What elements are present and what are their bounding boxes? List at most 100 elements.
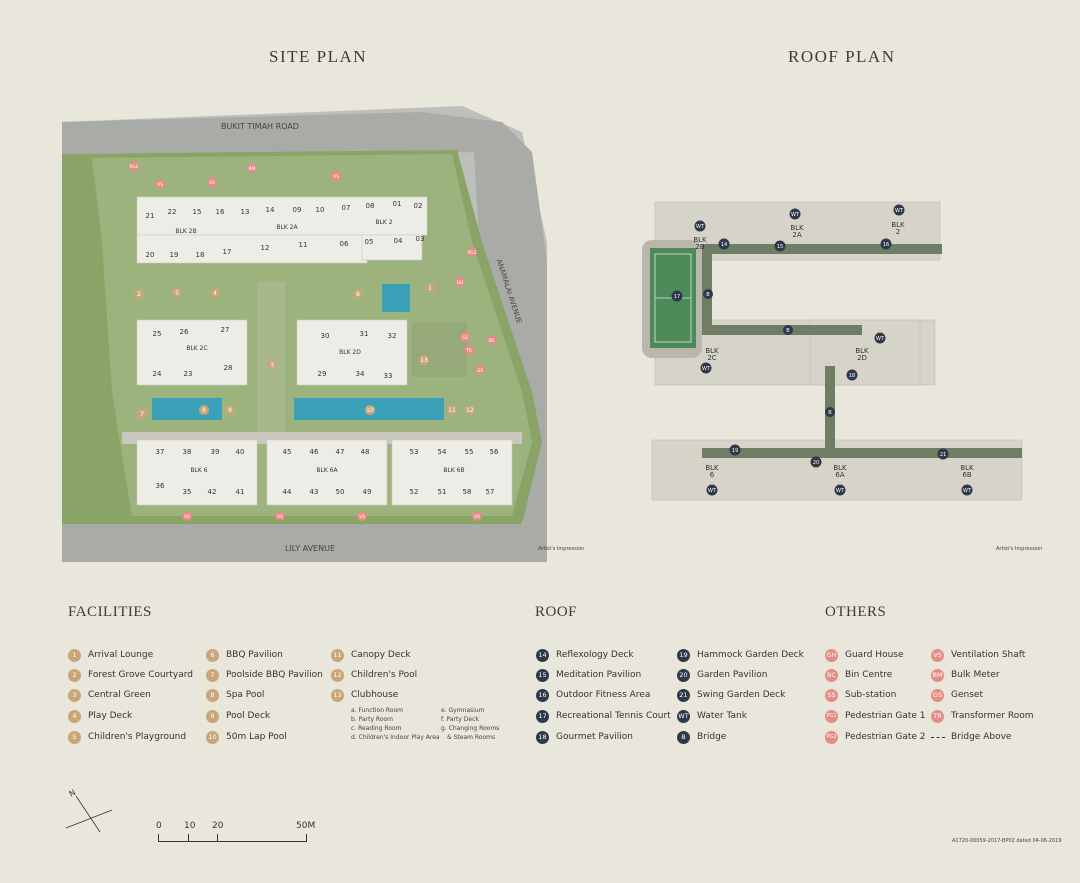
- svg-text:25: 25: [153, 330, 162, 338]
- roof-marker-icon: 15: [536, 668, 549, 682]
- facility-marker-icon: 2: [68, 668, 81, 682]
- svg-text:10: 10: [316, 206, 325, 214]
- others-marker-icon: BM: [931, 668, 944, 682]
- svg-text:48: 48: [361, 448, 370, 456]
- svg-text:WT: WT: [696, 224, 705, 230]
- svg-text:BLK 2D: BLK 2D: [339, 349, 361, 356]
- svg-text:6: 6: [710, 471, 715, 479]
- road-label-bukit-timah: BUKIT TIMAH ROAD: [221, 122, 299, 131]
- others-marker-icon: VS: [931, 648, 944, 662]
- svg-text:BLK 6B: BLK 6B: [443, 467, 464, 474]
- bukit-timah-road: [62, 112, 532, 154]
- svg-text:TR: TR: [465, 348, 472, 354]
- roof-marker-icon: 21: [677, 688, 690, 702]
- svg-text:09: 09: [293, 206, 302, 214]
- svg-text:53: 53: [410, 448, 419, 456]
- svg-text:BLK 6: BLK 6: [190, 467, 207, 474]
- svg-text:VS: VS: [474, 514, 480, 520]
- facility-marker-icon: 7: [206, 668, 219, 682]
- svg-text:37: 37: [156, 448, 165, 456]
- svg-text:BLK: BLK: [705, 464, 719, 472]
- svg-text:35: 35: [183, 488, 192, 496]
- svg-text:23: 23: [184, 370, 193, 378]
- svg-text:03: 03: [416, 235, 425, 243]
- svg-text:2C: 2C: [707, 354, 716, 362]
- roof-marker-icon: 14: [536, 648, 549, 662]
- clubhouse-sub-item: b. Party Room: [351, 716, 394, 723]
- roof-marker-icon: 20: [677, 668, 690, 682]
- svg-text:46: 46: [310, 448, 319, 456]
- others-marker-icon: GS: [931, 688, 944, 702]
- clubhouse-sub-item: e. Gymnasium: [441, 707, 485, 714]
- svg-text:32: 32: [388, 332, 397, 340]
- svg-text:39: 39: [211, 448, 220, 456]
- svg-text:VS: VS: [157, 182, 163, 188]
- svg-text:49: 49: [363, 488, 372, 496]
- roof-marker-icon: 18: [536, 730, 549, 744]
- others-marker-icon: PG2: [825, 730, 838, 744]
- road-label-lily: LILY AVENUE: [285, 544, 335, 553]
- svg-text:38: 38: [183, 448, 192, 456]
- clubhouse-sub-item: g. Changing Rooms: [441, 725, 500, 732]
- svg-text:18: 18: [196, 251, 205, 259]
- svg-text:51: 51: [438, 488, 447, 496]
- svg-text:9: 9: [228, 407, 232, 414]
- svg-text:10: 10: [366, 407, 374, 414]
- roof-marker-icon: 19: [677, 648, 690, 662]
- svg-text:16: 16: [883, 242, 889, 248]
- roof-plan-title: ROOF PLAN: [788, 47, 896, 66]
- svg-text:11: 11: [448, 407, 456, 414]
- svg-text:17: 17: [674, 294, 680, 300]
- roof-artists-impression: Artist's Impression: [996, 546, 1043, 552]
- svg-text:50: 50: [336, 488, 345, 496]
- svg-text:01: 01: [393, 200, 402, 208]
- compass-icon: N: [65, 788, 113, 833]
- svg-text:20: 20: [146, 251, 155, 259]
- svg-text:05: 05: [365, 238, 374, 246]
- svg-text:6A: 6A: [835, 471, 844, 479]
- svg-text:19: 19: [732, 448, 738, 454]
- clubhouse-sub-item: f. Party Deck: [441, 716, 479, 723]
- svg-text:08: 08: [366, 202, 375, 210]
- svg-text:14: 14: [266, 206, 275, 214]
- svg-text:BLK 2C: BLK 2C: [186, 345, 207, 352]
- svg-text:BLK: BLK: [855, 347, 869, 355]
- facility-marker-icon: 10: [206, 730, 219, 744]
- svg-text:34: 34: [356, 370, 365, 378]
- legend-item: Bridge Above: [931, 730, 1011, 744]
- svg-text:WT: WT: [963, 488, 972, 494]
- svg-text:28: 28: [224, 364, 233, 372]
- svg-text:2: 2: [137, 291, 141, 298]
- others-marker-icon: PG1: [825, 709, 838, 723]
- facility-marker-icon: 11: [331, 648, 344, 662]
- site-artists-impression: Artist's Impression: [538, 546, 585, 552]
- roof-marker-icon: B: [677, 730, 690, 744]
- svg-text:13: 13: [420, 357, 428, 364]
- others-marker-icon: TR: [931, 709, 944, 723]
- svg-text:BLK: BLK: [705, 347, 719, 355]
- svg-text:12: 12: [466, 407, 474, 414]
- svg-text:21: 21: [146, 212, 155, 220]
- svg-text:GH: GH: [457, 280, 464, 286]
- svg-text:4: 4: [213, 290, 217, 297]
- svg-text:56: 56: [490, 448, 499, 456]
